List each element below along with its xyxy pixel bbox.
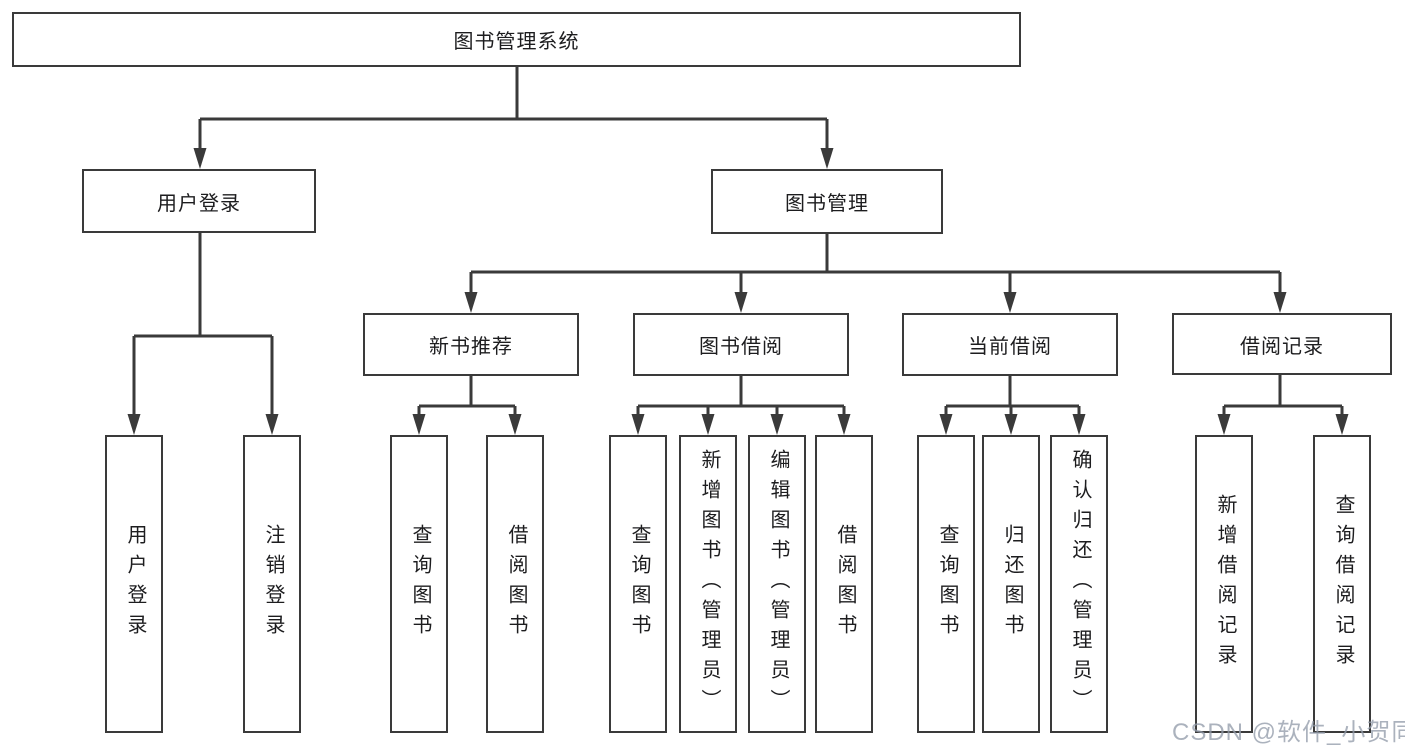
leaf-query-books-current: 查询图书 <box>917 435 975 733</box>
leaf-user-login: 用户登录 <box>105 435 163 733</box>
node-book-borrowing: 图书借阅 <box>633 313 849 376</box>
csdn-watermark: CSDN @软件_小贺同学 <box>1172 719 1405 746</box>
leaf-borrow-books-recommend: 借阅图书 <box>486 435 544 733</box>
node-user-login: 用户登录 <box>82 169 316 233</box>
leaf-query-books-borrowing: 查询图书 <box>609 435 667 733</box>
node-system-root: 图书管理系统 <box>12 12 1021 67</box>
leaf-confirm-return-admin: 确认归还（管理员） <box>1050 435 1108 733</box>
leaf-add-borrow-record: 新增借阅记录 <box>1195 435 1253 733</box>
leaf-logout: 注销登录 <box>243 435 301 733</box>
leaf-query-books-recommend: 查询图书 <box>390 435 448 733</box>
node-current-borrowing: 当前借阅 <box>902 313 1118 376</box>
node-borrowing-records: 借阅记录 <box>1172 313 1392 375</box>
leaf-borrow-books: 借阅图书 <box>815 435 873 733</box>
leaf-return-books: 归还图书 <box>982 435 1040 733</box>
node-new-book-recommend: 新书推荐 <box>363 313 579 376</box>
leaf-add-books-admin: 新增图书（管理员） <box>679 435 737 733</box>
node-book-management: 图书管理 <box>711 169 943 234</box>
leaf-query-borrow-record: 查询借阅记录 <box>1313 435 1371 733</box>
leaf-edit-books-admin: 编辑图书（管理员） <box>748 435 806 733</box>
